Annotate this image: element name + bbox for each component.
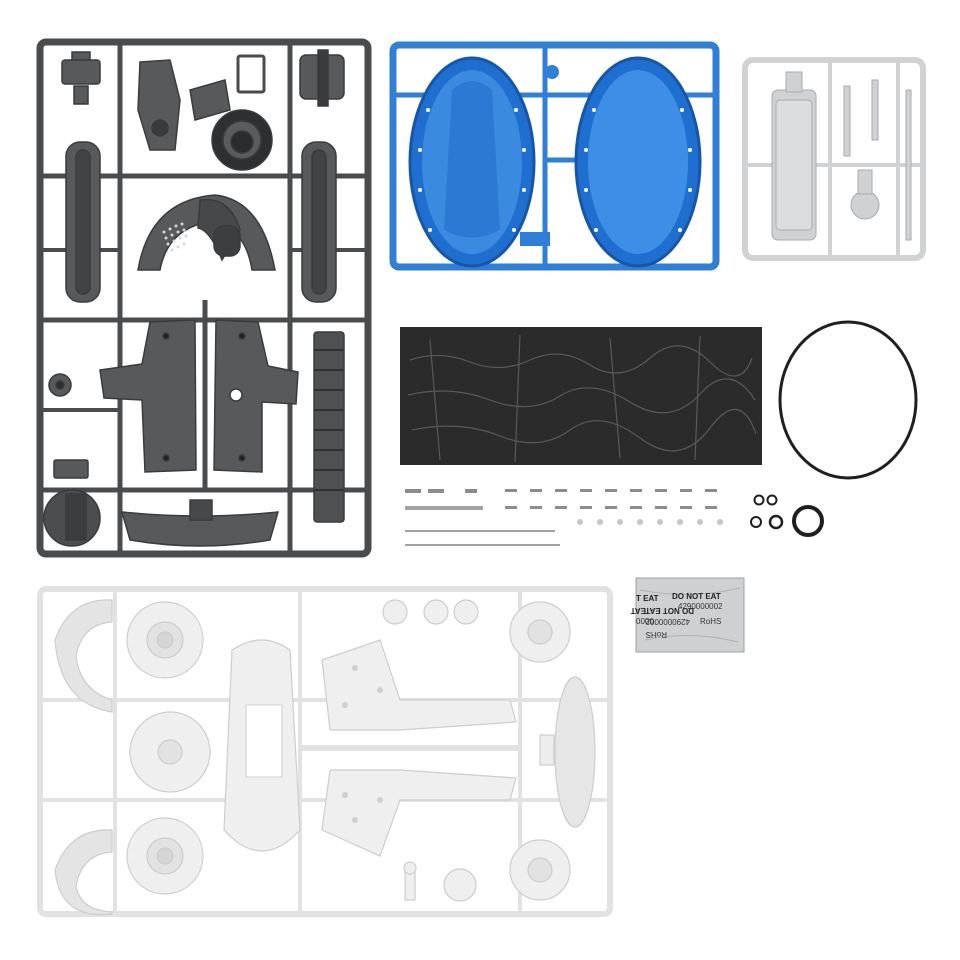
shafts (405, 506, 560, 546)
desiccant-packet: T EAT DO NOT EAT 4290000002 RoHS DO NOT … (630, 577, 745, 653)
foam-sheet (400, 327, 762, 465)
packet-warning-1: DO NOT EAT (672, 592, 721, 601)
small-o-rings (750, 494, 824, 537)
packet-edge-1: T EAT (636, 594, 659, 603)
screws (405, 489, 723, 525)
light-gray-parts (771, 71, 912, 241)
dark-gray-parts (43, 49, 345, 547)
packet-warning-2: DO NOT EAT (645, 606, 694, 615)
rubber-o-ring-large (778, 320, 918, 480)
white-parts (54, 599, 596, 916)
packet-edge-2: 0000 (636, 617, 654, 626)
packet-code-1: 4290000002 (678, 602, 723, 611)
packet-edge-3: EAT (630, 606, 646, 615)
packet-rohs-2: RoHS (646, 630, 667, 639)
white-sprue (37, 586, 613, 917)
packet-rohs-1: RoHS (700, 617, 721, 626)
packet-code-2: 4290000002 (645, 617, 690, 626)
blue-windows (408, 56, 702, 268)
